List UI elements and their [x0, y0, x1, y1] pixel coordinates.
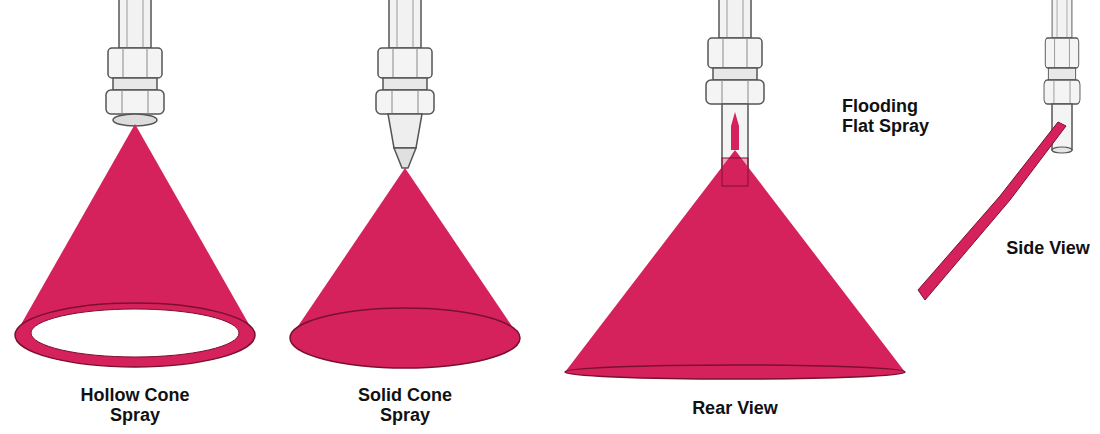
- view-caption: Side View: [1003, 238, 1093, 258]
- pattern-caption: Hollow Cone Spray: [70, 385, 200, 425]
- view-caption: Rear View: [655, 398, 815, 418]
- pattern-caption: Solid Cone Spray: [345, 385, 465, 425]
- pattern-caption: Flooding Flat Spray: [842, 96, 952, 136]
